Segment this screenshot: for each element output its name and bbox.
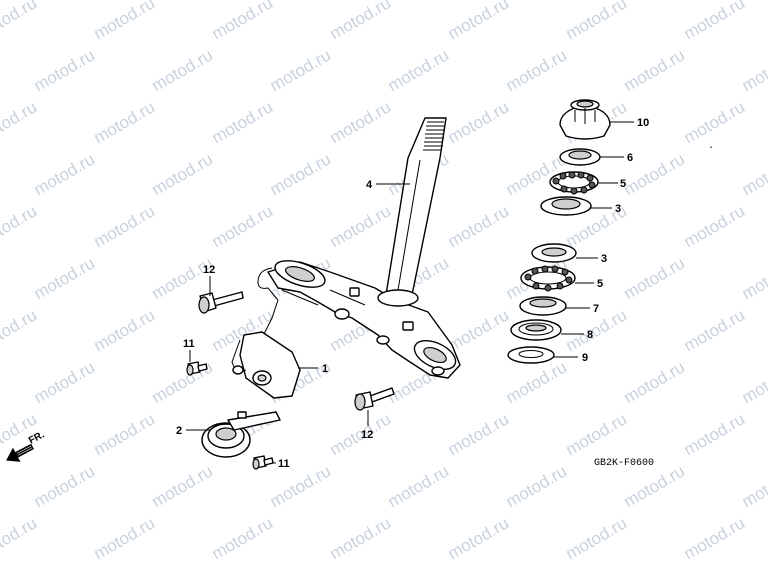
callout-labels: 10 6 5 3 4 12 3 5 7 8 11 1 9 2 12 11 — [176, 117, 649, 470]
front-label: FR. — [27, 429, 47, 446]
callout-label: 7 — [593, 303, 599, 315]
steel-ball-upper-part — [549, 171, 599, 195]
callout-label: 5 — [597, 278, 603, 290]
callout-label: 9 — [582, 352, 588, 364]
leader-lines — [186, 121, 634, 464]
callout-label: 12 — [361, 429, 373, 441]
callout-label: 3 — [615, 203, 621, 215]
steering-stem-nut-part — [559, 99, 611, 140]
flange-bolt-upper — [198, 291, 244, 314]
washer-part — [507, 346, 555, 364]
callout-label: 6 — [627, 152, 633, 164]
flange-bolt-lower — [354, 387, 395, 411]
callout-label: 2 — [176, 425, 182, 437]
front-arrow-icon — [6, 443, 35, 462]
horn-stay-bracket-part — [231, 331, 301, 399]
callout-label: 12 — [203, 264, 215, 276]
cone-race-upper-part — [559, 148, 601, 166]
small-bolt-lower — [252, 455, 274, 470]
callout-label: 11 — [183, 338, 195, 350]
stray-mark: . — [708, 141, 714, 152]
diagram-code: GB2K-F0600 — [594, 458, 654, 469]
callout-label: 8 — [587, 329, 593, 341]
steering-stem-part — [385, 117, 447, 296]
small-bolt-upper — [186, 361, 208, 376]
callout-label: 10 — [637, 117, 649, 129]
callout-label: 4 — [366, 179, 373, 191]
callout-label: 5 — [620, 178, 626, 190]
callout-label: 11 — [278, 458, 290, 470]
steel-ball-lower-part — [520, 265, 576, 292]
callout-label: 1 — [322, 363, 328, 375]
front-direction-indicator: FR. — [6, 429, 47, 462]
bottom-bridge-part — [267, 260, 461, 379]
hose-clip-wire — [257, 267, 279, 339]
ball-race-upper-part — [540, 196, 592, 216]
ball-race-lower-part — [531, 243, 577, 263]
cone-race-lower-part — [519, 296, 567, 316]
callout-label: 3 — [601, 253, 607, 265]
dust-seal-part — [510, 319, 562, 341]
horn-part — [201, 411, 281, 458]
